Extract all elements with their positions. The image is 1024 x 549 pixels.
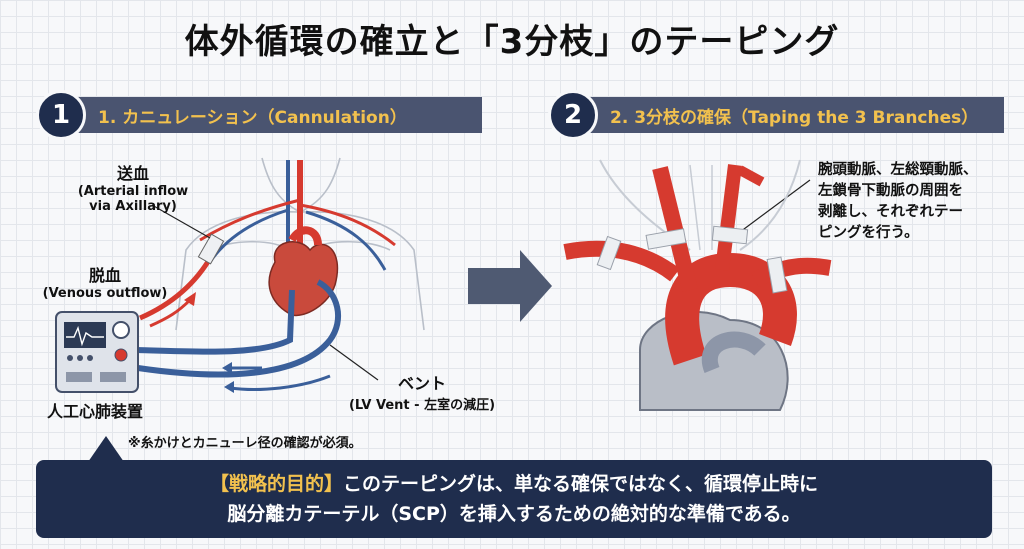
aortic-arch-illustration [563,159,832,411]
arterial-label-sub1: (Arterial inflow [77,184,189,199]
arterial-inflow-label: 送血 (Arterial inflow via Axillary) [58,160,208,214]
left-common-carotid [715,164,742,271]
step-1-header: 1 1. カニュレーション（Cannulation） [36,90,482,140]
machine-label: 人工心肺装置 [30,398,160,422]
arterial-line [139,253,215,321]
lv-vent-label: ベント (LV Vent - 左室の減圧) [322,370,522,413]
venous-label-main: 脱血 [88,266,121,285]
branch-note-line-2: 左鎖骨下動脈の周囲を [818,183,963,199]
step-1-number: 1 [36,90,86,140]
venous-outflow-label: 脱血 (Venous outflow) [30,262,180,301]
callout-highlight: 【戦略的目的】 [209,473,343,495]
heart-illustration [268,226,339,317]
callout-line-1-text: このテーピングは、単なる確保ではなく、循環停止時に [343,473,819,495]
callout-line-1: 【戦略的目的】このテーピングは、単なる確保ではなく、循環停止時に [36,469,992,499]
venous-label-sub: (Venous outflow) [42,286,168,301]
suture-note: ※糸かけとカニューレ径の確認が必須。 [128,436,362,451]
machine-label-text: 人工心肺装置 [46,402,143,421]
vent-label-main: ベント [397,374,446,393]
branch-note-line-1: 腕頭動脈、左総頸動脈、 [818,162,978,178]
callout-pointer [88,436,124,462]
venous-line [137,289,295,355]
arrow-right-icon [468,250,552,322]
arterial-label-sub2: via Axillary) [89,199,177,214]
branch-note-line-4: ピングを行う。 [818,225,919,241]
heart-lung-machine-icon [55,311,139,393]
step-2-number: 2 [548,90,598,140]
branch-note-line-3: 剥離し、それぞれテー [818,204,963,220]
page-title: 体外循環の確立と「3分枝」のテーピング [184,22,840,62]
step-2-header: 2 2. 3分枝の確保（Taping the 3 Branches） [548,90,1004,140]
brachiocephalic-artery [652,166,698,292]
strategic-purpose-callout: 【戦略的目的】このテーピングは、単なる確保ではなく、循環停止時に 脳分離カテーテ… [36,460,992,538]
step-2-label: 2. 3分枝の確保（Taping the 3 Branches） [584,97,1004,133]
left-subclavian [751,257,832,288]
branch-taping-note: 腕頭動脈、左総頸動脈、 左鎖骨下動脈の周囲を 剥離し、それぞれテー ピングを行う… [818,160,1018,244]
arterial-label-main: 送血 [116,164,149,183]
vent-line [137,279,341,378]
step-1-label: 1. カニュレーション（Cannulation） [72,97,482,133]
callout-line-2: 脳分離カテーテル（SCP）を挿入するための絶対的な準備である。 [227,503,801,525]
arterial-arrow [149,298,192,328]
vent-label-sub: (LV Vent - 左室の減圧) [348,398,496,413]
